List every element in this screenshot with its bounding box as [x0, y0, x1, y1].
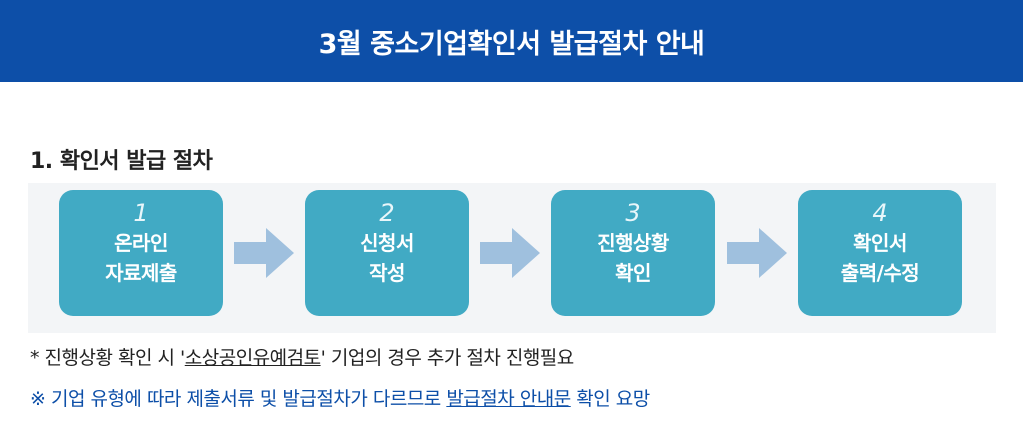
- highlighted-term: 소상공인유예검토: [184, 347, 321, 369]
- section-title: 1. 확인서 발급 절차: [30, 149, 213, 174]
- step-label-line1: 확인서: [853, 231, 907, 255]
- notice-additional-procedure: * 진행상황 확인 시 '소상공인유예검토' 기업의 경우 추가 절차 진행필요: [30, 343, 574, 370]
- step-label-line2: 작성: [369, 261, 405, 285]
- page-banner: 3월 중소기업확인서 발급절차 안내: [0, 0, 1023, 82]
- step-number: 3: [625, 199, 641, 227]
- step-number: 4: [872, 199, 888, 227]
- step-label-line2: 출력/수정: [840, 261, 920, 285]
- notice-text: ' 기업의 경우 추가 절차 진행필요: [320, 347, 575, 369]
- right-arrow-icon: [727, 228, 787, 278]
- right-arrow-icon: [234, 228, 294, 278]
- page-title: 3월 중소기업확인서 발급절차 안내: [318, 28, 705, 60]
- step-4-box: 4 확인서 출력/수정: [798, 190, 962, 316]
- step-number: 1: [133, 199, 149, 227]
- procedure-guide-link[interactable]: 발급절차 안내문: [446, 388, 571, 410]
- step-1-box: 1 온라인 자료제출: [59, 190, 223, 316]
- step-label-line2: 자료제출: [105, 261, 177, 285]
- step-2-box: 2 신청서 작성: [305, 190, 469, 316]
- notice-text: 확인 요망: [570, 388, 650, 410]
- right-arrow-icon: [480, 228, 540, 278]
- step-label-line2: 확인: [615, 261, 651, 285]
- notice-text: ※ 기업 유형에 따라 제출서류 및 발급절차가 다르므로: [30, 388, 447, 410]
- step-label-line1: 온라인: [114, 231, 168, 255]
- step-number: 2: [379, 199, 395, 227]
- step-label-line1: 진행상황: [597, 231, 669, 255]
- step-3-box: 3 진행상황 확인: [551, 190, 715, 316]
- step-label-line1: 신청서: [360, 231, 414, 255]
- notice-procedure-guide: ※ 기업 유형에 따라 제출서류 및 발급절차가 다르므로 발급절차 안내문 확…: [30, 384, 650, 411]
- notice-text: * 진행상황 확인 시 ': [30, 347, 185, 369]
